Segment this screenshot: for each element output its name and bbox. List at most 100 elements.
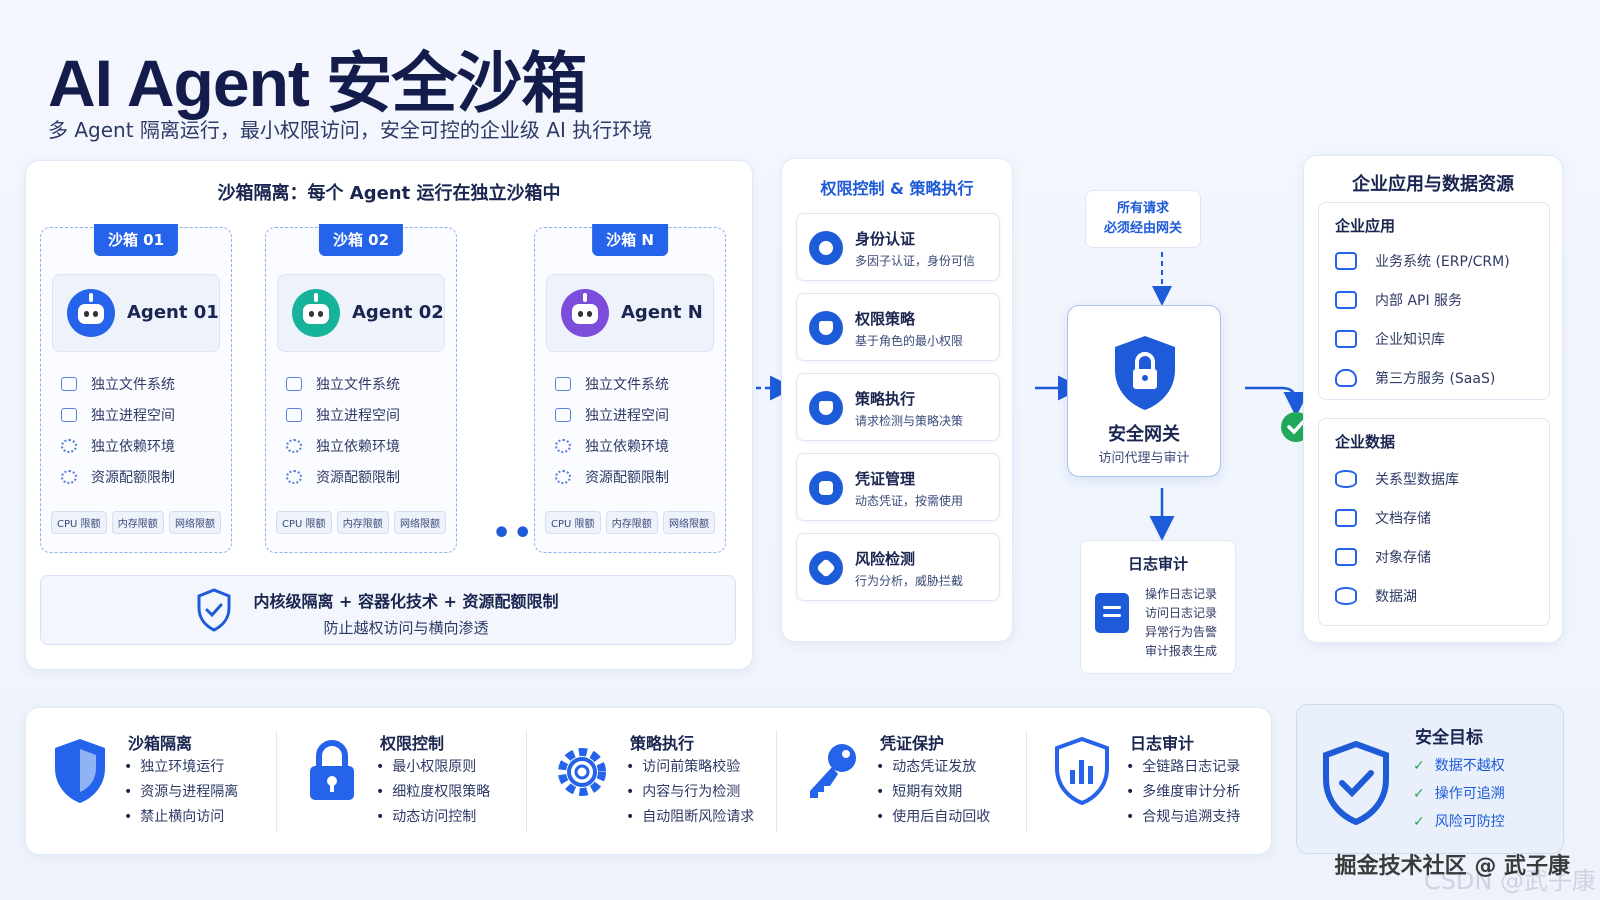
resources-panel: 企业应用与数据资源 企业应用 业务系统 (ERP/CRM) 内部 API 服务 … — [1303, 155, 1563, 643]
capability-sandbox: 沙箱隔离 独立环境运行 资源与进程隔离 禁止横向访问 — [26, 708, 276, 856]
sandbox-n: 沙箱 N Agent N 独立文件系统 独立进程空间 独立依赖环境 资源配额限制… — [534, 224, 726, 553]
policy-item-permission: 权限策略 基于角色的最小权限 — [796, 293, 1000, 361]
gateway-shield-lock-icon — [1115, 336, 1175, 410]
agent-card: Agent N — [546, 274, 714, 352]
cloud-icon — [1335, 369, 1357, 387]
policy-item-enforcement: 策略执行 请求检测与策略决策 — [796, 373, 1000, 441]
goal-list: 数据不越权 操作可追溯 风险可防控 — [1413, 755, 1505, 839]
gear-icon — [61, 469, 77, 484]
key-icon — [810, 744, 856, 798]
api-icon — [1335, 291, 1357, 309]
gear-icon — [286, 438, 302, 453]
document-icon — [1335, 509, 1357, 527]
capability-audit: 日志审计 全链路日志记录 多维度审计分析 合规与追溯支持 — [1028, 708, 1278, 856]
watermark: 掘金技术社区 @ 武子康 — [1334, 854, 1570, 879]
quota-chip: CPU 限额 — [51, 511, 107, 534]
page-title: AI Agent 安全沙箱 — [48, 46, 587, 120]
resource-item: 文档存储 — [1335, 508, 1431, 528]
folder-icon — [555, 376, 571, 391]
policy-panel-title: 权限控制 & 策略执行 — [820, 179, 974, 198]
enterprise-apps: 企业应用 业务系统 (ERP/CRM) 内部 API 服务 企业知识库 第三方服… — [1318, 202, 1550, 400]
process-icon — [61, 407, 77, 422]
resource-item: 业务系统 (ERP/CRM) — [1335, 251, 1510, 271]
quota-chip: 网络限额 — [168, 511, 221, 534]
quota-chip: CPU 限额 — [545, 511, 601, 534]
capability-permission: 权限控制 最小权限原则 细粒度权限策略 动态访问控制 — [278, 708, 528, 856]
gear-icon — [558, 748, 606, 796]
robot-icon — [292, 289, 340, 337]
gear-icon — [555, 438, 571, 453]
feature-item: 独立依赖环境 — [286, 430, 400, 461]
document-icon — [1095, 593, 1129, 633]
feature-list: 独立文件系统 独立进程空间 独立依赖环境 资源配额限制 — [286, 368, 400, 492]
agent-name: Agent 02 — [352, 302, 444, 323]
feature-item: 资源配额限制 — [286, 461, 400, 492]
divider — [1026, 730, 1027, 832]
shield-icon — [55, 739, 105, 803]
quota-chip: 内存限额 — [111, 511, 164, 534]
shield-check-icon — [197, 588, 231, 632]
sandbox-panel: 沙箱隔离：每个 Agent 运行在独立沙箱中 沙箱 01 Agent 01 独立… — [25, 160, 753, 670]
feature-item: 独立进程空间 — [61, 399, 175, 430]
feature-item: 独立依赖环境 — [61, 430, 175, 461]
divider — [776, 730, 777, 832]
quota-chips: CPU 限额 内存限额 网络限额 — [51, 511, 221, 534]
chart-icon — [1335, 252, 1357, 270]
resource-item: 关系型数据库 — [1335, 469, 1459, 489]
divider — [526, 730, 527, 832]
agent-name: Agent 01 — [127, 302, 219, 323]
feature-list: 独立文件系统 独立进程空间 独立依赖环境 资源配额限制 — [555, 368, 669, 492]
agent-card: Agent 02 — [277, 274, 445, 352]
feature-item: 独立进程空间 — [555, 399, 669, 430]
sandbox-01: 沙箱 01 Agent 01 独立文件系统 独立进程空间 独立依赖环境 资源配额… — [40, 224, 232, 553]
policy-item-risk: 风险检测 行为分析，威胁拦截 — [796, 533, 1000, 601]
watermark-background: CSDN @武子康 — [1423, 867, 1596, 895]
resource-item: 数据湖 — [1335, 586, 1417, 606]
gear-icon — [286, 469, 302, 484]
policy-shield-icon — [809, 311, 843, 345]
agent-name: Agent N — [621, 302, 703, 323]
resource-item: 企业知识库 — [1335, 329, 1445, 349]
alert-icon — [809, 551, 843, 585]
security-gateway: 安全网关 访问代理与审计 — [1067, 305, 1221, 477]
process-icon — [286, 407, 302, 422]
agent-card: Agent 01 — [52, 274, 220, 352]
goal-title: 安全目标 — [1415, 728, 1483, 748]
database-icon — [1335, 470, 1357, 488]
quota-chip: CPU 限额 — [276, 511, 332, 534]
process-icon — [555, 407, 571, 422]
quota-chip: 内存限额 — [336, 511, 389, 534]
policy-item-auth: 身份认证 多因子认证，身份可信 — [796, 213, 1000, 281]
log-audit-box: 日志审计 操作日志记录 访问日志记录 异常行为告警 审计报表生成 — [1080, 540, 1236, 674]
quota-chip: 内存限额 — [605, 511, 658, 534]
feature-item: 独立文件系统 — [61, 368, 175, 399]
audit-shield-icon — [1055, 736, 1109, 806]
gateway-desc: 访问代理与审计 — [1098, 451, 1190, 466]
isolation-summary: 内核级隔离 + 容器化技术 + 资源配额限制 防止越权访问与横向渗透 — [40, 575, 736, 645]
capabilities-panel: 沙箱隔离 独立环境运行 资源与进程隔离 禁止横向访问 权限控制 最小权限原则 细… — [25, 707, 1272, 855]
knowledge-icon — [1335, 330, 1357, 348]
feature-item: 独立依赖环境 — [555, 430, 669, 461]
resource-item: 第三方服务 (SaaS) — [1335, 368, 1495, 388]
bucket-icon — [1335, 548, 1357, 566]
resource-item: 内部 API 服务 — [1335, 290, 1462, 310]
arrow-gateway-to-resources — [1245, 386, 1309, 417]
sandbox-tag: 沙箱 01 — [93, 224, 179, 256]
sandbox-tag: 沙箱 N — [592, 224, 668, 256]
feature-item: 资源配额限制 — [555, 461, 669, 492]
feature-item: 资源配额限制 — [61, 461, 175, 492]
policy-panel: 权限控制 & 策略执行 身份认证 多因子认证，身份可信 权限策略 基于角色的最小… — [781, 158, 1013, 642]
padlock-icon — [310, 740, 354, 800]
user-icon — [809, 231, 843, 265]
resources-title: 企业应用与数据资源 — [1352, 174, 1514, 195]
policy-item-credential: 凭证管理 动态凭证，按需使用 — [796, 453, 1000, 521]
quota-chip: 网络限额 — [662, 511, 715, 534]
resource-item: 对象存储 — [1335, 547, 1431, 567]
sandbox-panel-title: 沙箱隔离：每个 Agent 运行在独立沙箱中 — [217, 183, 561, 204]
sandbox-tag: 沙箱 02 — [318, 224, 404, 256]
quota-chips: CPU 限额 内存限额 网络限额 — [545, 511, 715, 534]
feature-list: 独立文件系统 独立进程空间 独立依赖环境 资源配额限制 — [61, 368, 175, 492]
isolation-line2: 防止越权访问与横向渗透 — [323, 619, 489, 637]
quota-chip: 网络限额 — [393, 511, 446, 534]
gateway-name: 安全网关 — [1108, 424, 1180, 445]
